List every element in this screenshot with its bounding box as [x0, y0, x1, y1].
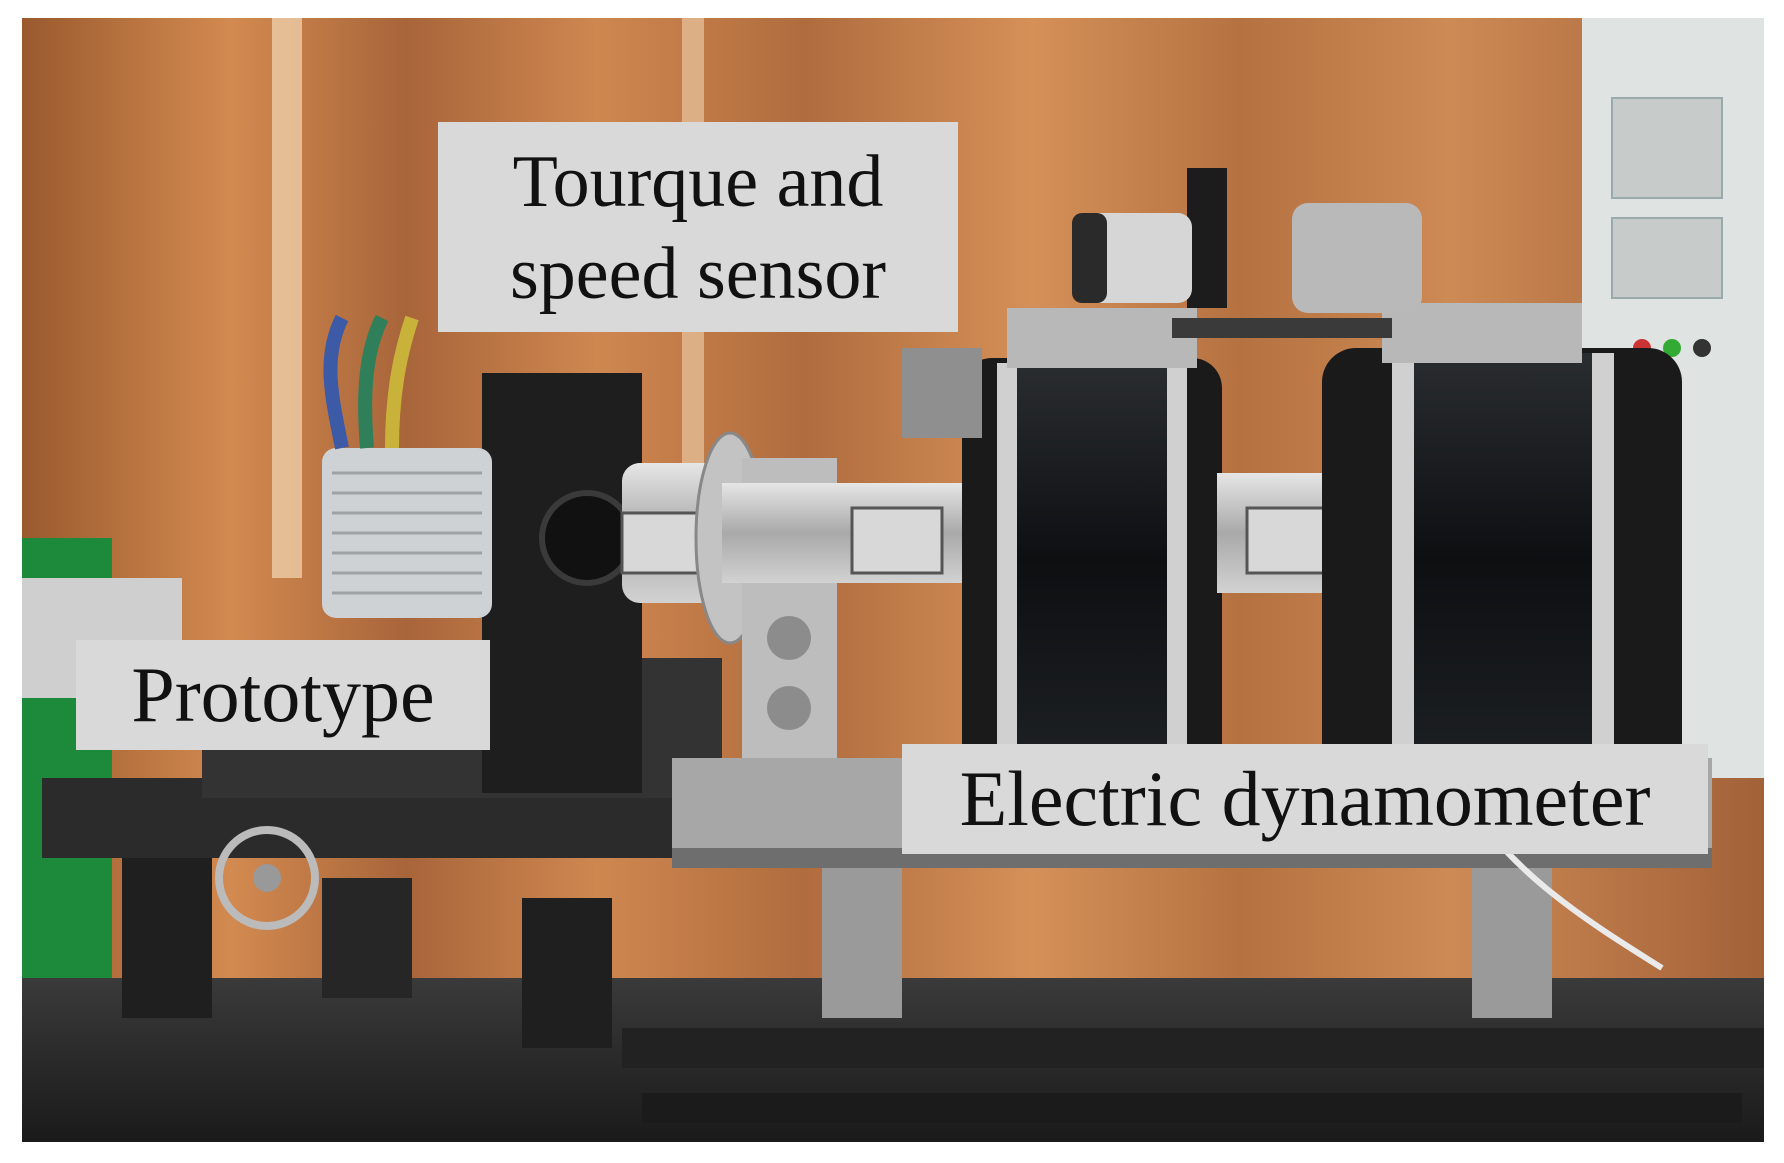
- dyno-coil: [1392, 353, 1612, 763]
- handwheel: [215, 826, 319, 930]
- plate-bore: [539, 490, 635, 586]
- torque-label-line-1: Tourque and: [512, 141, 884, 223]
- support-hole: [767, 616, 811, 660]
- speed-encoder: [1082, 213, 1192, 303]
- handwheel-hub: [253, 864, 281, 892]
- prototype-label: Prototype: [76, 640, 490, 750]
- left-table-leg: [322, 878, 412, 998]
- motor-cable: [385, 315, 419, 449]
- floor-rail: [622, 1028, 1764, 1068]
- support-hole: [767, 686, 811, 730]
- dyno-coil: [997, 363, 1187, 758]
- dyno-leg: [1472, 868, 1552, 1018]
- dyno-cap: [1382, 303, 1582, 363]
- cabinet-indicator: [1693, 339, 1711, 357]
- motor-cable: [358, 314, 389, 449]
- dyno-band: [1592, 353, 1614, 763]
- torque-sensor-plate: [1187, 168, 1227, 308]
- cabinet-panel: [1611, 217, 1723, 299]
- torque-speed-sensor-label: Tourque and speed sensor: [438, 122, 958, 332]
- motor-fins: [332, 471, 482, 595]
- speed-encoder-cap: [1072, 213, 1107, 303]
- control-box: [902, 348, 982, 438]
- dyno-band: [1167, 363, 1187, 758]
- cabinet-indicator: [1663, 339, 1681, 357]
- top-connecting-rod: [1172, 318, 1392, 338]
- left-table-leg: [522, 898, 612, 1048]
- floor-rail: [642, 1093, 1742, 1123]
- dyno-leg: [822, 868, 902, 1018]
- electric-dynamometer-label: Electric dynamometer: [902, 744, 1708, 854]
- window-light: [272, 18, 302, 578]
- left-table-leg: [122, 858, 212, 1018]
- photo-frame: Tourque and speed sensor Prototype Elect…: [22, 18, 1764, 1142]
- cabinet-panel: [1611, 97, 1723, 199]
- dyno-band: [1392, 353, 1414, 763]
- coupling-clamp: [850, 506, 944, 575]
- dyno-cap: [1007, 308, 1197, 368]
- mounting-plate: [482, 373, 642, 793]
- motor-cable: [323, 314, 349, 450]
- torque-label-line-2: speed sensor: [509, 233, 887, 315]
- dyno-band: [997, 363, 1017, 758]
- coupling-clamp: [1245, 506, 1334, 575]
- torque-sensor-housing: [1292, 203, 1422, 313]
